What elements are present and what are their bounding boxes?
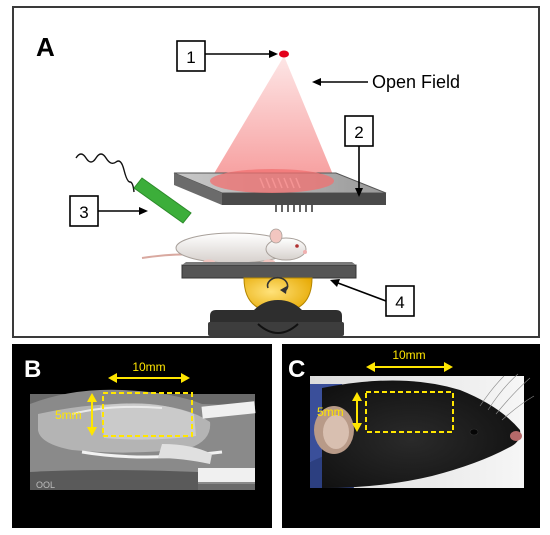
- panel-a: A: [12, 6, 540, 338]
- mouse-photo: 10mm 5mm C: [288, 348, 535, 488]
- setup-diagram: A: [36, 32, 460, 336]
- mouse-nose: [510, 431, 522, 441]
- whiskers: [479, 373, 535, 421]
- roi-box: [102, 392, 193, 437]
- rotate-icon: [266, 276, 289, 291]
- callout-box-1: [176, 40, 206, 72]
- arrow-1-head: [269, 50, 278, 58]
- arrow-open-field-head: [312, 78, 321, 86]
- ct-bright-strip-bottom: [198, 468, 255, 482]
- scanner-text: OOL: [36, 480, 55, 490]
- callout-box-4: [385, 285, 415, 317]
- callout-3-label: 3: [79, 203, 88, 222]
- panel-c: 10mm 5mm C: [282, 344, 540, 528]
- callout-1-label: 1: [186, 48, 195, 67]
- arrow-4-head: [330, 279, 340, 287]
- ct-bright-strip-top: [201, 401, 256, 419]
- width-label: 10mm: [132, 360, 165, 374]
- light-source: [279, 50, 289, 58]
- roi-box: [365, 391, 454, 433]
- probe-cable: [75, 153, 135, 193]
- arrow-3-head: [139, 207, 148, 215]
- mouse-eye: [469, 428, 479, 436]
- arrow-2-head: [355, 188, 363, 197]
- height-label: 5mm: [317, 405, 344, 419]
- beam-footprint: [210, 169, 334, 193]
- panel-letter-a: A: [36, 32, 55, 62]
- height-label: 5mm: [55, 408, 82, 422]
- width-label: 10mm: [392, 348, 425, 362]
- callout-4-label: 4: [395, 293, 404, 312]
- mouse-head: [322, 380, 521, 488]
- probe: [133, 177, 192, 224]
- ct-image: OOL 10mm 5mm B: [24, 356, 256, 490]
- stage-base: [208, 300, 344, 336]
- callout-2-label: 2: [354, 123, 363, 142]
- stage-platform: [181, 262, 357, 279]
- callout-box-2: [344, 115, 374, 147]
- light-beam: [209, 56, 336, 182]
- panel-b: OOL 10mm 5mm B: [12, 344, 272, 528]
- detector-pins: [275, 205, 313, 212]
- mouse: [141, 228, 307, 265]
- panel-letter-c: C: [288, 356, 305, 383]
- arrow-4: [337, 282, 387, 302]
- callout-box-3: [69, 195, 99, 227]
- open-field-label: Open Field: [372, 72, 460, 92]
- panel-letter-b: B: [24, 356, 41, 383]
